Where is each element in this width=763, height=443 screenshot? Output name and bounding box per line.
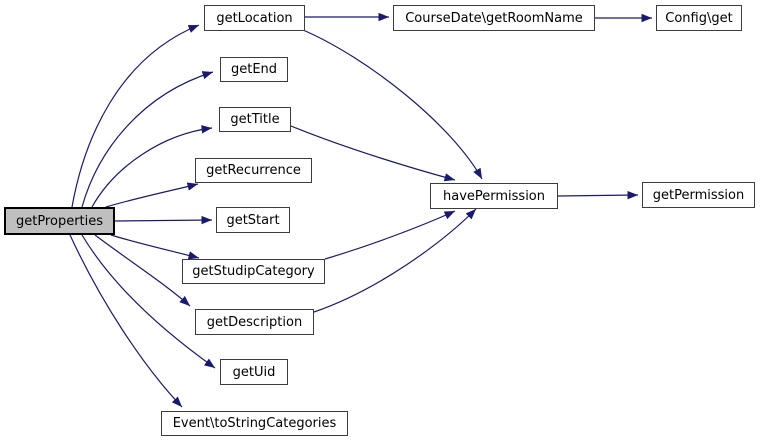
edge-getproperties-getrecurrence xyxy=(105,182,199,208)
edge-getproperties-tostringcategories xyxy=(69,234,183,408)
edge-gettitle-havepermission xyxy=(290,125,456,182)
node-getdescription[interactable]: getDescription xyxy=(195,309,314,335)
edge-getproperties-getdescription xyxy=(94,234,191,307)
node-gettitle[interactable]: getTitle xyxy=(219,107,291,132)
edge-getdescription-havepermission xyxy=(313,208,477,313)
edge-getproperties-getstart xyxy=(114,215,213,225)
edge-havepermission-getpermission xyxy=(557,190,639,200)
node-getrecurrence[interactable]: getRecurrence xyxy=(195,158,312,183)
node-getproperties[interactable]: getProperties xyxy=(4,207,115,235)
node-configget[interactable]: Config\get xyxy=(656,5,742,31)
edge-getproperties-getuid xyxy=(81,234,216,369)
edge-getproperties-gettitle xyxy=(91,125,213,208)
edge-getlocation-havepermission xyxy=(302,29,483,180)
edge-getproperties-getlocation xyxy=(71,24,200,208)
node-getstart[interactable]: getStart xyxy=(216,207,290,233)
node-getstudipcategory[interactable]: getStudipCategory xyxy=(182,259,325,284)
node-getroomname[interactable]: CourseDate\getRoomName xyxy=(393,5,595,31)
node-getpermission[interactable]: getPermission xyxy=(642,182,755,208)
node-getlocation[interactable]: getLocation xyxy=(204,5,305,31)
node-tostringcategories[interactable]: Event\toStringCategories xyxy=(161,411,348,436)
edge-getproperties-getend xyxy=(81,71,214,208)
node-getuid[interactable]: getUid xyxy=(220,359,288,385)
node-getend[interactable]: getEnd xyxy=(220,57,288,82)
node-havepermission[interactable]: havePermission xyxy=(430,183,558,209)
edge-getproperties-getstudipcategory xyxy=(110,234,200,260)
edge-getstudipcategory-havepermission xyxy=(324,210,456,260)
